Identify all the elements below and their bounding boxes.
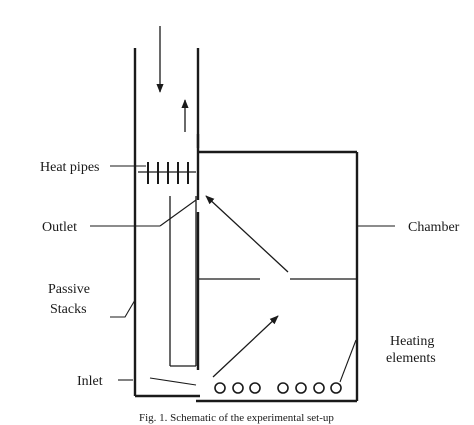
elements-label: elements bbox=[386, 351, 436, 366]
chamber bbox=[196, 134, 359, 403]
inlet-arrow bbox=[212, 315, 279, 378]
chamber-label: Chamber bbox=[408, 220, 460, 235]
outlet-label: Outlet bbox=[42, 220, 77, 235]
figure-caption: Fig. 1. Schematic of the experimental se… bbox=[139, 412, 334, 424]
heat-pipes bbox=[138, 162, 196, 184]
heating-coil bbox=[330, 382, 342, 394]
heating-label: Heating bbox=[390, 334, 434, 349]
heat-pipes-label: Heat pipes bbox=[40, 160, 99, 175]
stack-partition bbox=[169, 196, 197, 367]
heating-elements-leader bbox=[339, 339, 357, 383]
outlet-leader-tick bbox=[159, 199, 197, 227]
heating-coil bbox=[277, 382, 289, 394]
heating-coil bbox=[249, 382, 261, 394]
passive-stacks-leader bbox=[110, 299, 136, 318]
heating-coil bbox=[232, 382, 244, 394]
heating-coil bbox=[295, 382, 307, 394]
heating-coil bbox=[313, 382, 325, 394]
heating-coil bbox=[214, 382, 226, 394]
passive-label: Passive bbox=[48, 282, 90, 297]
inlet-label: Inlet bbox=[77, 374, 103, 389]
passive-stack bbox=[133, 48, 200, 398]
outlet-arrow bbox=[205, 195, 289, 273]
stacks-label: Stacks bbox=[50, 302, 87, 317]
heating-elements bbox=[214, 382, 342, 394]
inlet-leader-inner bbox=[149, 377, 197, 386]
leader-lines bbox=[90, 165, 395, 386]
flow-arrows bbox=[156, 26, 289, 378]
